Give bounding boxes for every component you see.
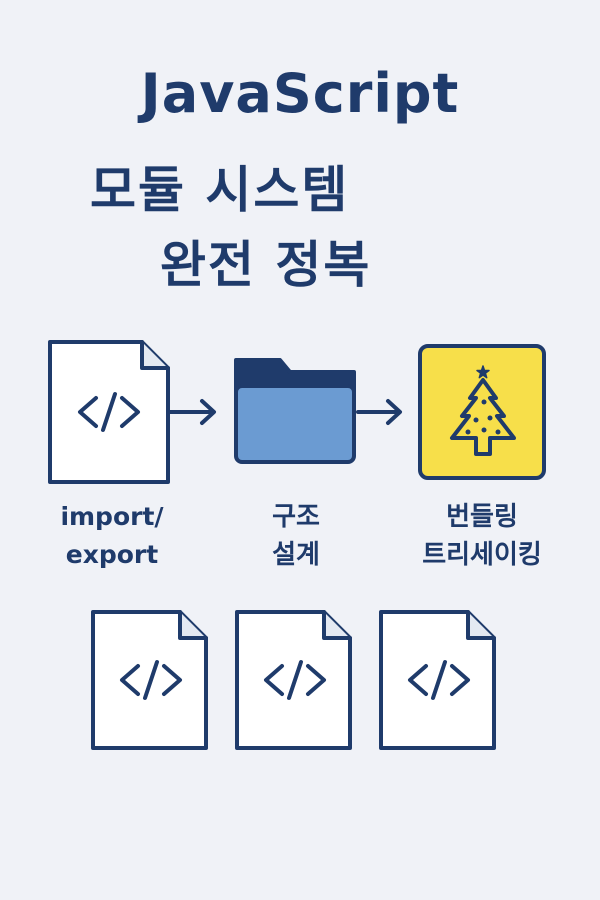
folder-icon [234, 358, 356, 464]
step-label-line: 구조 [272, 502, 320, 532]
arrow-right-icon [168, 399, 216, 425]
title-line-3: 완전 정복 [160, 236, 372, 294]
tree-icon [418, 344, 546, 480]
step-label-line: 트리세이킹 [422, 540, 542, 570]
arrow-right-icon [356, 399, 402, 425]
title-line-1: JavaScript [140, 62, 460, 125]
code-file-icon [379, 610, 496, 750]
code-file-icon [235, 610, 352, 750]
step-label-line: import/ [60, 502, 164, 531]
step-label-import-export: import/ export [30, 498, 194, 574]
step-label-line: 설계 [272, 540, 320, 570]
step-label-line: export [65, 540, 159, 569]
step-label-bundling: 번들링 트리세이킹 [402, 498, 562, 574]
title-line-2: 모듈 시스템 [90, 161, 350, 219]
step-label-line: 번들링 [446, 502, 518, 532]
step-label-structure: 구조 설계 [216, 498, 376, 574]
code-file-icon [48, 340, 170, 484]
code-file-icon [91, 610, 208, 750]
